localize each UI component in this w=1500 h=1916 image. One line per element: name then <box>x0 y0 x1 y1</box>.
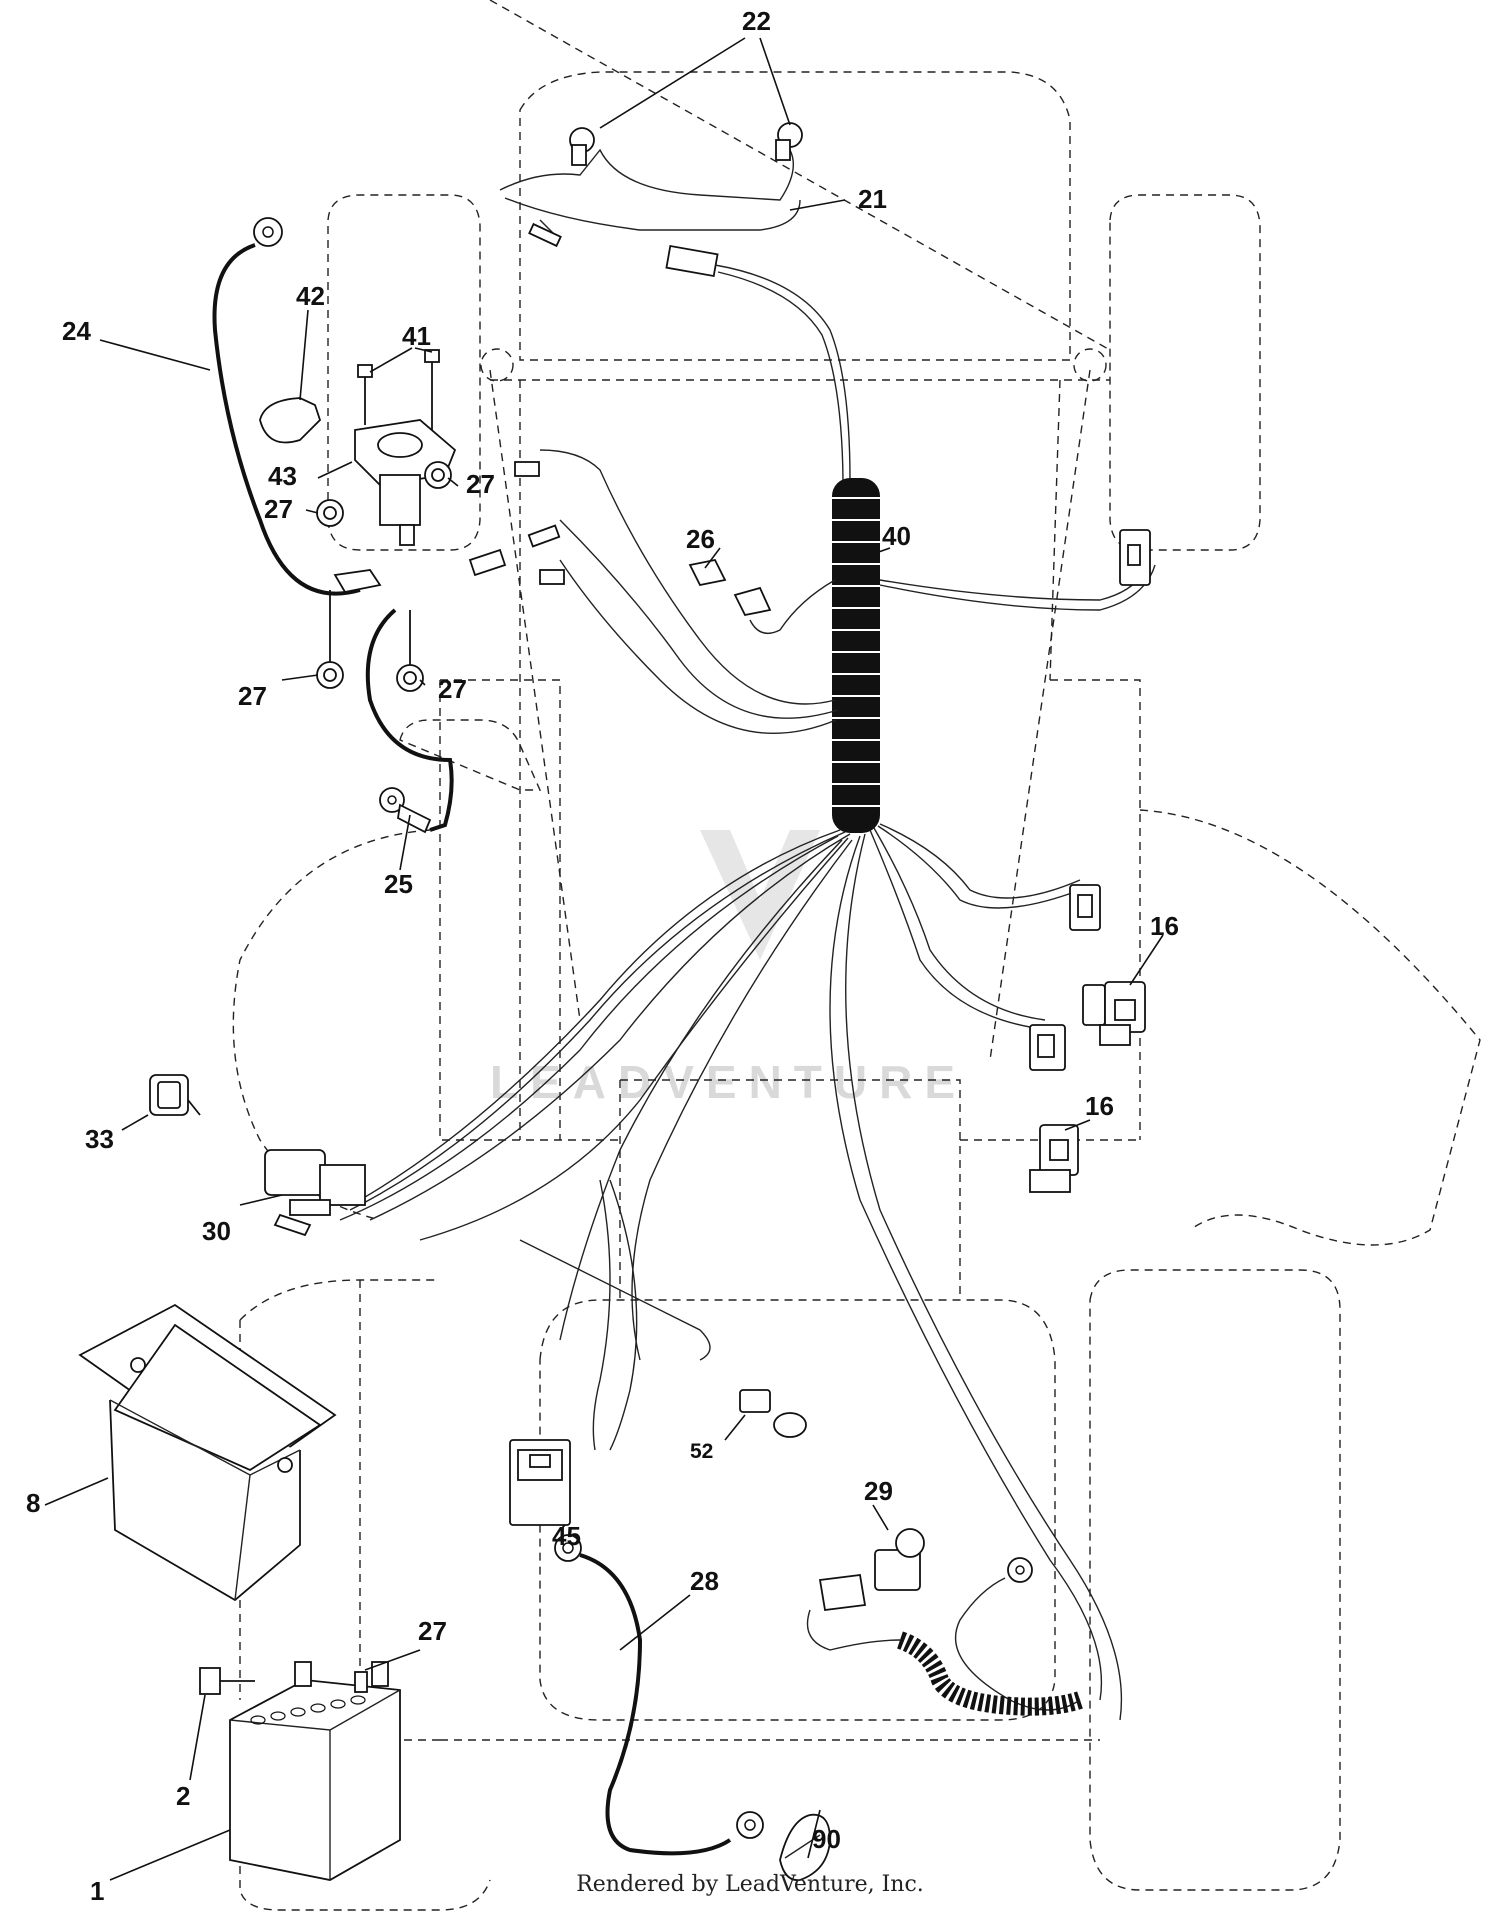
ignition-switch-30 <box>264 1149 366 1237</box>
headlight-harness <box>499 122 851 481</box>
callout-45: 45 <box>552 1521 581 1551</box>
callout-8: 8 <box>26 1488 40 1518</box>
callout-27-left: 27 <box>264 494 293 524</box>
callout-28: 28 <box>690 1566 719 1596</box>
callout-1: 1 <box>90 1876 104 1906</box>
callout-16-upper: 16 <box>1150 911 1179 941</box>
harness-wires <box>339 449 1156 1721</box>
module-29 <box>806 1528 1081 1711</box>
callout-25: 25 <box>384 869 413 899</box>
seat-switch-16-upper <box>1082 981 1146 1046</box>
battery-bolt-2 <box>199 1667 368 1695</box>
callout-33: 33 <box>85 1124 114 1154</box>
coiled-cable <box>896 1631 1083 1716</box>
callout-numbers: 22 21 24 42 41 43 27 27 27 27 26 40 25 1… <box>26 6 1179 1906</box>
callout-90: 90 <box>812 1824 841 1854</box>
footer-credit: Rendered by LeadVenture, Inc. <box>576 1872 924 1897</box>
callout-30: 30 <box>202 1216 231 1246</box>
connector-26 <box>688 558 772 617</box>
callout-27-lower-left: 27 <box>238 681 267 711</box>
seat-switch-16-lower <box>1029 1124 1079 1193</box>
terminal-boot-90 <box>779 1813 831 1882</box>
callout-21: 21 <box>858 184 887 214</box>
callout-42: 42 <box>296 281 325 311</box>
watermark-text: LEADVENTURE <box>490 1056 967 1108</box>
connector-near-16 <box>1029 884 1101 1071</box>
callout-29: 29 <box>864 1476 893 1506</box>
battery-tray-8 <box>78 1303 337 1602</box>
ground-cable-25 <box>365 608 454 834</box>
callout-52: 52 <box>690 1440 713 1463</box>
battery-cable-28 <box>554 1534 764 1856</box>
watermark: LEADVENTURE <box>490 830 967 1108</box>
solenoid-assembly <box>259 349 565 692</box>
ignition-key-33 <box>149 1074 201 1116</box>
callout-41: 41 <box>402 321 431 351</box>
leader-lines <box>44 37 1164 1881</box>
callout-27-lower-right: 27 <box>438 674 467 704</box>
harness-loom <box>832 478 880 833</box>
fuse-52 <box>739 1389 807 1438</box>
callout-24: 24 <box>62 316 91 346</box>
callout-27-battery: 27 <box>418 1616 447 1646</box>
callout-27-right: 27 <box>466 469 495 499</box>
callout-26: 26 <box>686 524 715 554</box>
callout-43: 43 <box>268 461 297 491</box>
battery-cable-24 <box>212 217 382 596</box>
callout-2: 2 <box>176 1781 190 1811</box>
callout-22: 22 <box>742 6 771 36</box>
callout-40: 40 <box>882 521 911 551</box>
hour-meter-45 <box>509 1439 571 1526</box>
callout-16-lower: 16 <box>1085 1091 1114 1121</box>
battery-1 <box>229 1661 401 1881</box>
connector-right-front <box>1119 529 1151 586</box>
